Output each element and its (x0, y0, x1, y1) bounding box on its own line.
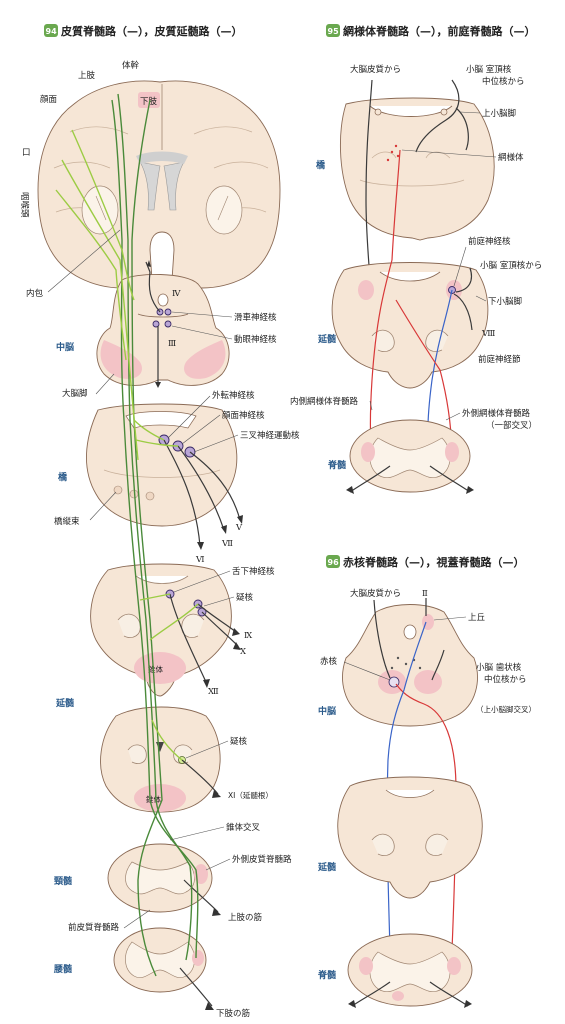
p95-region-sekizui: 脊髄 (327, 459, 347, 471)
p95-region-kyo: 橋 (316, 159, 326, 171)
label-zekka: 舌下神経核 (232, 566, 275, 577)
p96-midbrain (342, 604, 478, 727)
label-kashi: 下肢 (140, 96, 158, 107)
label-suitai-2: 錐体 (146, 794, 161, 804)
p95-label-zentei-kaku: 前庭神経核 (468, 236, 511, 247)
panel-94-number: 94 (46, 27, 58, 36)
p96-region-chuno: 中脳 (318, 705, 336, 717)
p94-cerebrum (37, 80, 281, 289)
p95-label-gaisoku: 外側網様体脊髄路 (462, 408, 531, 419)
region-entsui: 延髄 (55, 697, 75, 709)
panel-96-title: 赤核脊髄路（—），視蓋脊髄路（—） (343, 555, 525, 569)
label-ganmen: 顔面 (40, 94, 58, 105)
p96-label-sekikaku: 赤核 (320, 656, 338, 667)
p95-label-daino: 大脳皮質から (350, 64, 401, 75)
region-kyo: 橋 (58, 471, 68, 483)
p96-label-jokyu: 上丘 (468, 613, 486, 623)
label-joshi: 上肢 (78, 70, 96, 81)
p96-label-daino: 大脳皮質から (350, 588, 401, 599)
label-intoto-vertical: 咽喉頭 (19, 192, 30, 218)
region-keizui: 頸髄 (54, 875, 73, 887)
p95-region-entsui: 延髄 (317, 333, 337, 345)
p95-label-ichibu: （一部交叉） (486, 420, 537, 431)
label-kashi-kin: 下肢の筋 (216, 1008, 250, 1019)
label-gaisoku-hishitsu: 外側皮質脊髄路 (232, 854, 292, 865)
p95-roman-n8: Ⅷ (481, 329, 495, 339)
label-zen-hishitsu: 前皮質脊髄路 (68, 922, 120, 933)
label-kassha: 滑車神経核 (234, 312, 277, 323)
roman-n10: Ⅹ (240, 647, 247, 657)
label-gikaku-2: 疑核 (230, 736, 248, 747)
p96-label-shono-shijo: 小脳 歯状核 (476, 662, 522, 673)
panel-94-title: 皮質脊髄路（—），皮質延髄路（—） (60, 24, 243, 38)
p96-medulla (337, 776, 483, 899)
p95-medulla (331, 262, 489, 389)
roman-n7: Ⅶ (221, 539, 233, 549)
roman-n5: Ⅴ (235, 523, 243, 533)
p94-cervical (107, 843, 213, 913)
label-joshi-kin: 上肢の筋 (228, 912, 262, 923)
p95-label-shono-shitcho: 小脳 室頂核 (466, 64, 512, 75)
p95-label-ka-shono: 下小脳脚 (488, 296, 522, 307)
roman-n12: Ⅻ (208, 687, 219, 697)
p94-medulla-upper (90, 563, 232, 697)
p96-label-jo-shono-kosa: （上小脳脚交叉） (476, 704, 536, 714)
p96-spinal (347, 933, 473, 1007)
label-naiho: 内包 (26, 288, 44, 299)
p94-lumbar (113, 927, 207, 993)
label-dogan: 動眼神経核 (234, 334, 277, 345)
region-chuno: 中脳 (56, 341, 74, 353)
panel-96-number: 96 (328, 558, 340, 567)
label-gikaku: 疑核 (236, 592, 254, 603)
p95-label-chui: 中位核から (482, 76, 525, 87)
p95-label-shono-kara: 小脳 室頂核から (480, 260, 542, 271)
panel-96-number-badge (326, 555, 340, 568)
roman-n4: Ⅳ (172, 289, 181, 299)
panel-95-title: 網様体脊髄路（—），前庭脊髄路（—） (343, 24, 536, 38)
label-kuchi: 口 (22, 148, 31, 158)
label-suitai-kosa: 錐体交叉 (226, 822, 261, 833)
p96-region-entsui: 延髄 (317, 861, 337, 873)
label-intoto: 咽喉頭 (19, 192, 30, 218)
p96-region-sekizui: 脊髄 (317, 969, 337, 981)
p95-pons (340, 97, 495, 241)
p94-medulla-lower (100, 706, 221, 813)
label-taikan: 体幹 (122, 60, 140, 71)
roman-n6: Ⅵ (195, 555, 205, 565)
p95-label-jo-shono: 上小脳脚 (482, 108, 516, 119)
p95-label-moyotai: 網様体 (498, 152, 524, 163)
panel-95-number-badge (326, 24, 340, 37)
p96-roman-n2: Ⅱ (422, 589, 428, 599)
panel-95-header: 95 網様体脊髄路（—），前庭脊髄路（—） (326, 24, 536, 38)
panel-95-number: 95 (328, 27, 340, 36)
label-n11: XI（延髄根） (228, 790, 273, 800)
roman-n3: Ⅲ (168, 339, 176, 349)
region-yozui: 腰髄 (53, 963, 73, 975)
p94-midbrain (96, 274, 230, 386)
p95-spinal (349, 419, 471, 493)
panel-94-number-badge (44, 24, 58, 37)
label-kyojusoku: 橋縦束 (54, 516, 80, 527)
panel-94-header: 94 皮質脊髄路（—），皮質延髄路（—） (44, 24, 243, 38)
p95-label-naisoku: 内側網様体脊髄路 (290, 396, 359, 407)
p94-pons (86, 403, 238, 527)
p94-corticospinal-tracts (55, 93, 199, 977)
p95-label-zentei-setsu: 前庭神経節 (478, 354, 521, 365)
roman-n9: Ⅸ (244, 631, 253, 641)
label-sansa: 三叉神経運動核 (240, 430, 300, 441)
p96-label-chui: 中位核から (484, 674, 527, 685)
label-suitai: 錐体 (148, 664, 163, 674)
label-gaiten: 外転神経核 (212, 390, 255, 401)
label-daino-kyaku: 大脳脚 (62, 388, 88, 399)
panel-96-header: 96 赤核脊髄路（—），視蓋脊髄路（—） (326, 555, 525, 569)
label-ganmen-shinkei: 顔面神経核 (222, 410, 265, 421)
